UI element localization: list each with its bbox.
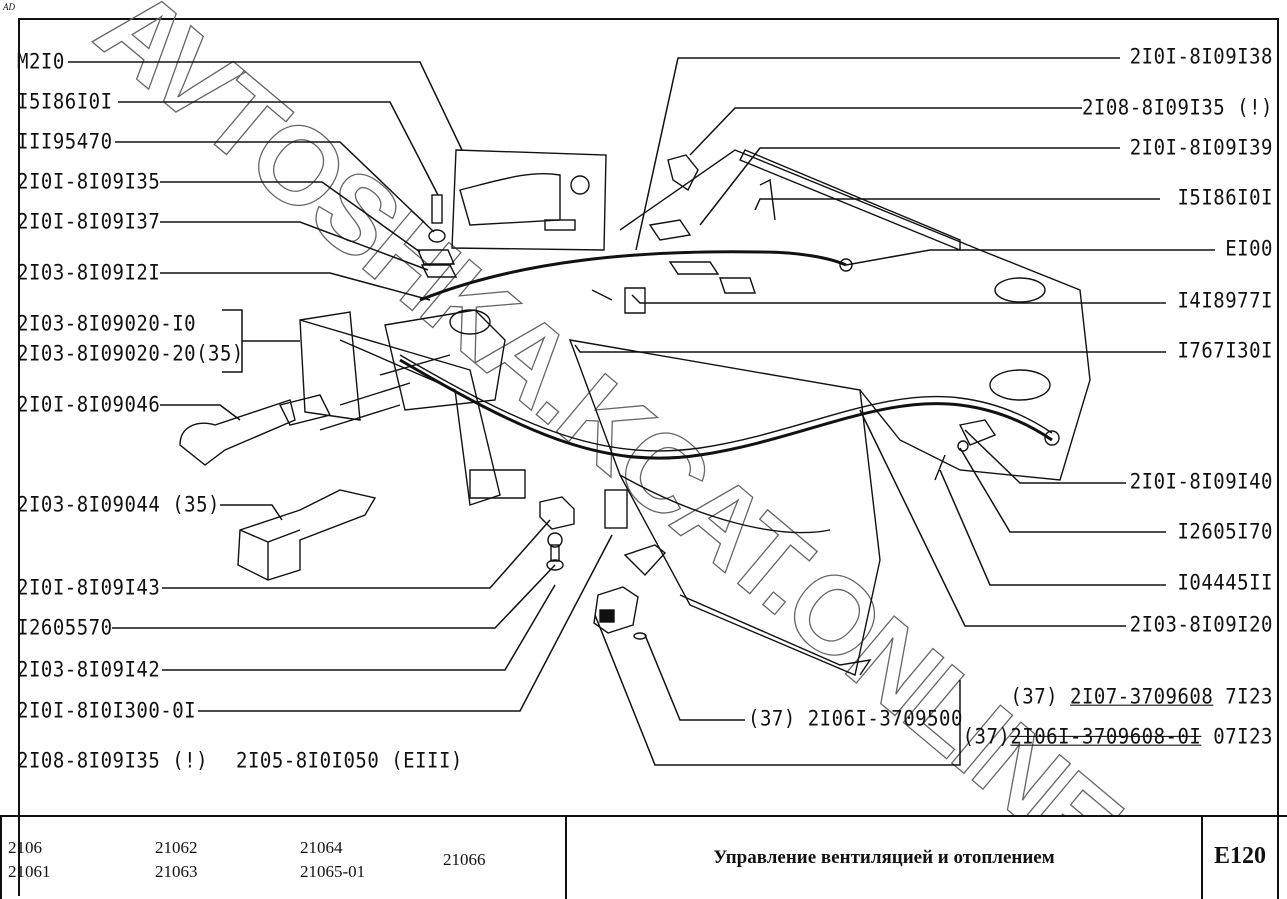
alt2-prefix: (37) — [962, 724, 1011, 750]
diagram-code: E120 — [1213, 843, 1266, 869]
callout-2101-8109046: 2I0I-8I09046 — [17, 392, 161, 418]
callout-2103-8109044: 2I03-8I09044 (35) — [17, 492, 220, 518]
leader-lines — [68, 57, 1215, 766]
parts-drawing — [179, 149, 1091, 676]
model-2106: 2106 — [8, 838, 42, 857]
alt1-prefix: (37) — [1010, 684, 1071, 710]
callout-2105-8101050: 2I05-8I0I050 (EIII) — [236, 748, 463, 774]
model-21062: 21062 — [155, 838, 198, 857]
corner-mark: AD — [3, 2, 15, 12]
callout-10444511: I04445II — [1177, 570, 1273, 596]
callout-1518610-right: I5I86I0I — [1177, 185, 1273, 211]
model-21065-01: 21065-01 — [300, 862, 366, 881]
callout-2103-8109121: 2I03-8I09I2I — [17, 260, 161, 286]
callout-2103-8109020-10: 2I03-8I09020-I0 — [17, 311, 197, 337]
callout-2101-8109138: 2I0I-8I09I38 — [1129, 44, 1273, 70]
exploded-diagram: AVTOSHKA.KCAT.ONLINE — [68, 0, 1215, 815]
callout-2101-8109140: 2I0I-8I09I40 — [1129, 469, 1273, 495]
callout-2101-8109135: 2I0I-8I09I35 — [17, 169, 161, 195]
callout-2101-8109137: 2I0I-8I09I37 — [17, 209, 161, 235]
callout-2103-8109020-20: 2I03-8I09020-20(35) — [17, 341, 244, 367]
model-21064: 21064 — [300, 838, 343, 857]
model-21066: 21066 — [443, 850, 486, 869]
console-panel — [451, 149, 607, 251]
alt2-part: 2I06I-3709608-0I — [1010, 724, 1202, 750]
callout-alt-switch-21061: (37)2I06I-3709608-0I 07I23 — [962, 724, 1273, 750]
title-cell: Управление вентиляцией и отоплением — [567, 817, 1203, 899]
model-21061: 21061 — [8, 862, 51, 881]
alt1-suffix: 7I23 — [1213, 684, 1273, 710]
callout-2108-8109135-right: 2I08-8I09I35 (!) — [1081, 95, 1273, 121]
screw — [431, 194, 443, 224]
callout-2103-8109120: 2I03-8I09I20 — [1129, 612, 1273, 638]
callout-2101-8109143: 2I0I-8I09I43 — [17, 575, 161, 601]
callout-switch-21061-3709500: (37) 2I06I-3709500 — [748, 706, 963, 732]
callout-2101-8101300-01: 2I0I-8I0I300-0I — [17, 698, 197, 724]
callout-alt-switch-2107: (37) 2I07-3709608 7I23 — [1010, 684, 1273, 710]
callout-2103-8109142: 2I03-8I09I42 — [17, 657, 161, 683]
alt1-part: 2I07-3709608 — [1070, 684, 1214, 710]
callout-12605570: I2605570 — [17, 615, 113, 641]
drawing-frame — [18, 18, 1279, 896]
callout-12605170: I2605I70 — [1177, 519, 1273, 545]
fan-switch — [593, 586, 639, 634]
callout-m210: M2I0 — [17, 49, 65, 75]
callout-14189771: I4I8977I — [1177, 288, 1273, 314]
lever-knob-1 — [179, 399, 296, 466]
callout-17671301: I767I30I — [1177, 338, 1273, 364]
title-block: 2106 21061 21062 21063 21064 21065-01 21… — [0, 815, 1287, 899]
alt2-suffix: 07I23 — [1201, 724, 1273, 750]
control-bracket — [299, 311, 361, 421]
callout-2108-8109135: 2I08-8I09I35 (!) — [17, 748, 209, 774]
callout-e100: EI00 — [1225, 236, 1273, 262]
model-21063: 21063 — [155, 862, 198, 881]
callout-1518610: I5I86I0I — [17, 89, 113, 115]
code-cell: E120 — [1203, 817, 1279, 899]
model-cell: 2106 21061 21062 21063 21064 21065-01 21… — [0, 817, 567, 899]
switch — [604, 489, 628, 529]
callout-2101-8109139: 2I0I-8I09I39 — [1129, 135, 1273, 161]
diagram-title: Управление вентиляцией и отоплением — [713, 847, 1055, 868]
lever-knob-2 — [237, 489, 377, 581]
callout-11195470: III95470 — [17, 129, 113, 155]
